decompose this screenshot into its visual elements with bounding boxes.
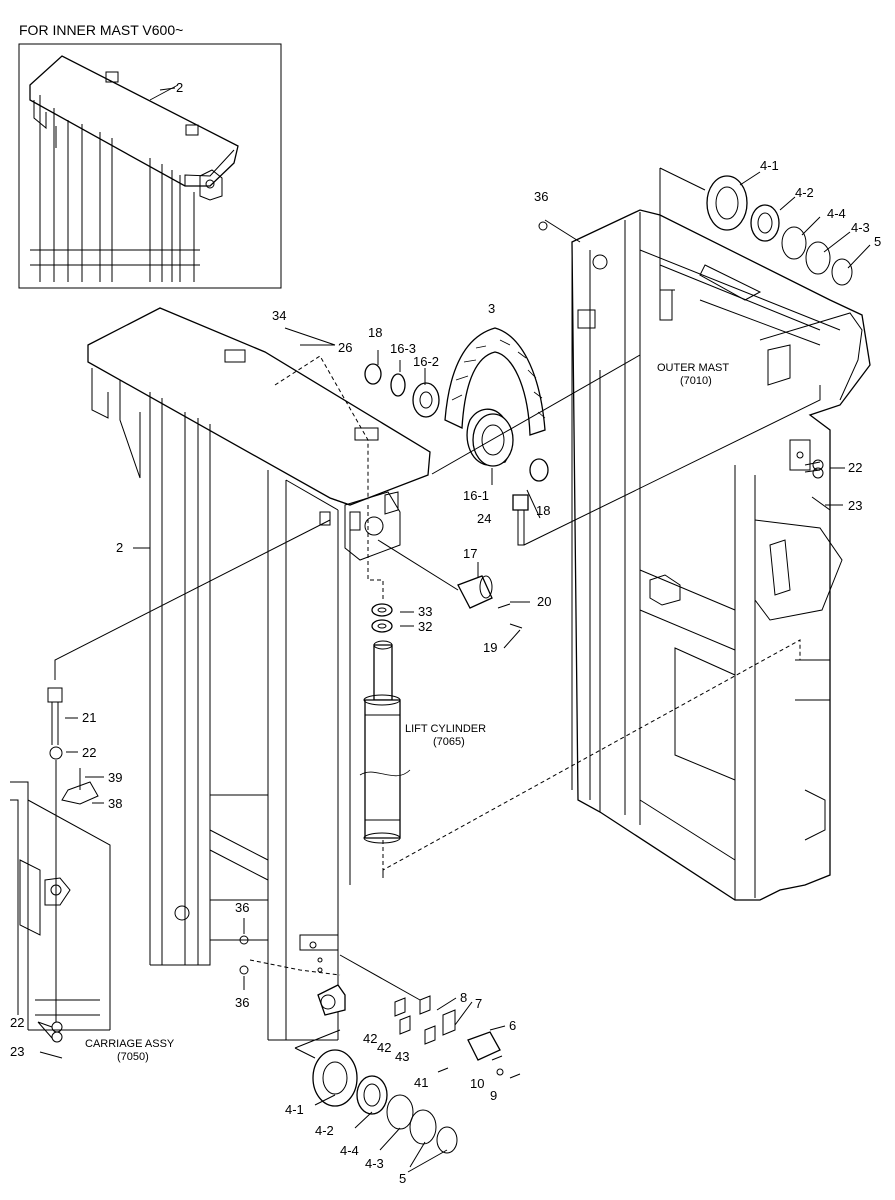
callout-36-top: 36 — [534, 189, 548, 204]
lift-cylinder-code: (7065) — [433, 736, 465, 748]
leader-lines — [37, 87, 871, 1173]
callout-7: 7 — [475, 996, 482, 1011]
inset-title: FOR INNER MAST V600~ — [19, 22, 183, 38]
lift-cylinder-label: LIFT CYLINDER — [405, 723, 486, 735]
inner-mast-drawing — [87, 307, 431, 1041]
lift-cylinder-drawing — [359, 575, 523, 844]
bearing-rings-drawing — [312, 175, 853, 1154]
callout-2-main: 2 — [116, 540, 123, 555]
inset-panel: FOR INNER MAST V600~ 2 — [18, 22, 282, 289]
callout-24: 24 — [477, 511, 491, 526]
assembly-labels: OUTER MAST (7010) LIFT CYLINDER (7065) C… — [85, 362, 729, 1063]
callout-4-3-bottom: 4-3 — [365, 1156, 384, 1171]
callout-3: 3 — [488, 301, 495, 316]
inset-callout-2: 2 — [176, 80, 183, 95]
callout-43: 43 — [395, 1049, 409, 1064]
callout-20: 20 — [537, 594, 551, 609]
callout-4-2-bottom: 4-2 — [315, 1123, 334, 1138]
callout-22-left: 22 — [82, 745, 96, 760]
callout-9: 9 — [490, 1088, 497, 1103]
callout-32: 32 — [418, 619, 432, 634]
callout-numbers: 4-1 4-2 4-4 4-3 5 36 34 26 3 18 16-3 16-… — [10, 158, 881, 1186]
outer-mast-drawing — [571, 209, 871, 901]
callout-16-2: 16-2 — [413, 354, 439, 369]
callout-4-1-top: 4-1 — [760, 158, 779, 173]
callout-16-3: 16-3 — [390, 341, 416, 356]
carriage-label: CARRIAGE ASSY — [85, 1038, 175, 1050]
callout-33: 33 — [418, 604, 432, 619]
callout-39: 39 — [108, 770, 122, 785]
callout-6: 6 — [509, 1018, 516, 1033]
callout-26: 26 — [338, 340, 352, 355]
callout-10: 10 — [470, 1076, 484, 1091]
callout-22-bottom: 22 — [10, 1015, 24, 1030]
callout-4-4-bottom: 4-4 — [340, 1143, 359, 1158]
callout-4-3-top: 4-3 — [851, 220, 870, 235]
callout-34: 34 — [272, 308, 286, 323]
callout-19: 19 — [483, 640, 497, 655]
callout-17: 17 — [463, 546, 477, 561]
callout-36-bottom: 36 — [235, 995, 249, 1010]
callout-16-1: 16-1 — [463, 488, 489, 503]
callout-42-b: 42 — [377, 1040, 391, 1055]
callout-8: 8 — [460, 990, 467, 1005]
callout-4-2-top: 4-2 — [795, 185, 814, 200]
carriage-drawing — [10, 221, 831, 1059]
callout-5-bottom: 5 — [399, 1171, 406, 1186]
callout-23-bottom: 23 — [10, 1044, 24, 1059]
callout-41: 41 — [414, 1075, 428, 1090]
chain-assembly — [364, 327, 549, 546]
outer-mast-code: (7010) — [680, 375, 712, 387]
callout-18-b: 18 — [536, 503, 550, 518]
callout-5-top: 5 — [874, 234, 881, 249]
callout-4-1-bottom: 4-1 — [285, 1102, 304, 1117]
callout-22-right: 22 — [848, 460, 862, 475]
outer-mast-label: OUTER MAST — [657, 362, 729, 374]
inset-inner-mast-drawing — [29, 55, 239, 282]
callout-18-a: 18 — [368, 325, 382, 340]
carriage-code: (7050) — [117, 1051, 149, 1063]
callout-42-a: 42 — [363, 1031, 377, 1046]
callout-38: 38 — [108, 796, 122, 811]
callout-23-right: 23 — [848, 498, 862, 513]
callout-21: 21 — [82, 710, 96, 725]
inset-frame — [18, 43, 282, 289]
callout-4-4-top: 4-4 — [827, 206, 846, 221]
callout-36-mid: 36 — [235, 900, 249, 915]
